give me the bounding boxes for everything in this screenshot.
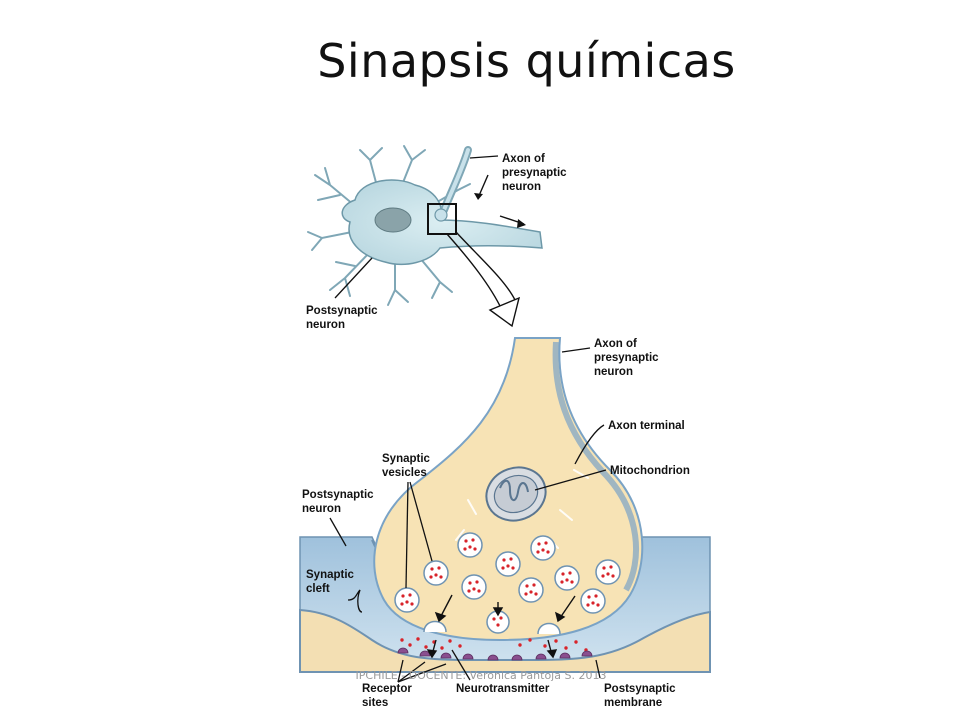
mitochondrion-organelle (485, 466, 547, 522)
synapse-detail-illustration (299, 337, 711, 673)
svg-text:Axon of: Axon of (502, 153, 545, 165)
page-title: Sinapsis químicas (317, 34, 736, 88)
svg-text:cleft: cleft (306, 583, 330, 595)
label-postsynaptic-neuron-top: Postsynaptic neuron (306, 257, 378, 331)
svg-text:neuron: neuron (302, 503, 341, 515)
footer-credit: IPCHILE - DOCENTE: Veronica Pantoja S. 2… (355, 669, 607, 682)
label-postsynaptic-neuron-mid: Postsynaptic neuron (302, 489, 374, 547)
label-synaptic-vesicles: Synaptic vesicles (382, 453, 433, 589)
svg-text:presynaptic: presynaptic (502, 167, 567, 179)
svg-text:neuron: neuron (502, 181, 541, 193)
svg-text:Postsynaptic: Postsynaptic (306, 305, 378, 317)
svg-text:membrane: membrane (604, 697, 662, 709)
label-axon-presynaptic-mid: Axon of presynaptic neuron (561, 338, 659, 378)
label-synaptic-cleft: Synaptic cleft (306, 569, 363, 613)
svg-text:Synaptic: Synaptic (306, 569, 355, 581)
label-axon-presynaptic-top: Axon of presynaptic neuron (469, 153, 567, 193)
svg-text:neuron: neuron (594, 366, 633, 378)
label-postsynaptic-membrane: Postsynaptic membrane (595, 659, 676, 709)
label-receptor-sites: Receptor sites (362, 659, 447, 709)
label-neurotransmitter: Neurotransmitter (451, 649, 550, 695)
svg-text:Mitochondrion: Mitochondrion (610, 465, 690, 477)
svg-text:Postsynaptic: Postsynaptic (604, 683, 676, 695)
svg-text:Axon terminal: Axon terminal (608, 420, 685, 432)
svg-text:Receptor: Receptor (362, 683, 412, 695)
label-mitochondrion: Mitochondrion (534, 465, 690, 491)
synaptic-vesicles (394, 532, 621, 635)
receptor-sites (397, 647, 593, 661)
svg-text:neuron: neuron (306, 319, 345, 331)
svg-text:Postsynaptic: Postsynaptic (302, 489, 374, 501)
svg-text:vesicles: vesicles (382, 467, 427, 479)
label-axon-terminal: Axon terminal (574, 420, 685, 465)
neuron-overview-illustration (307, 145, 543, 328)
svg-text:Neurotransmitter: Neurotransmitter (456, 683, 550, 695)
neurotransmitter-molecules (400, 637, 588, 652)
svg-text:Synaptic: Synaptic (382, 453, 431, 465)
svg-text:sites: sites (362, 697, 388, 709)
svg-text:Axon of: Axon of (594, 338, 637, 350)
svg-text:presynaptic: presynaptic (594, 352, 659, 364)
